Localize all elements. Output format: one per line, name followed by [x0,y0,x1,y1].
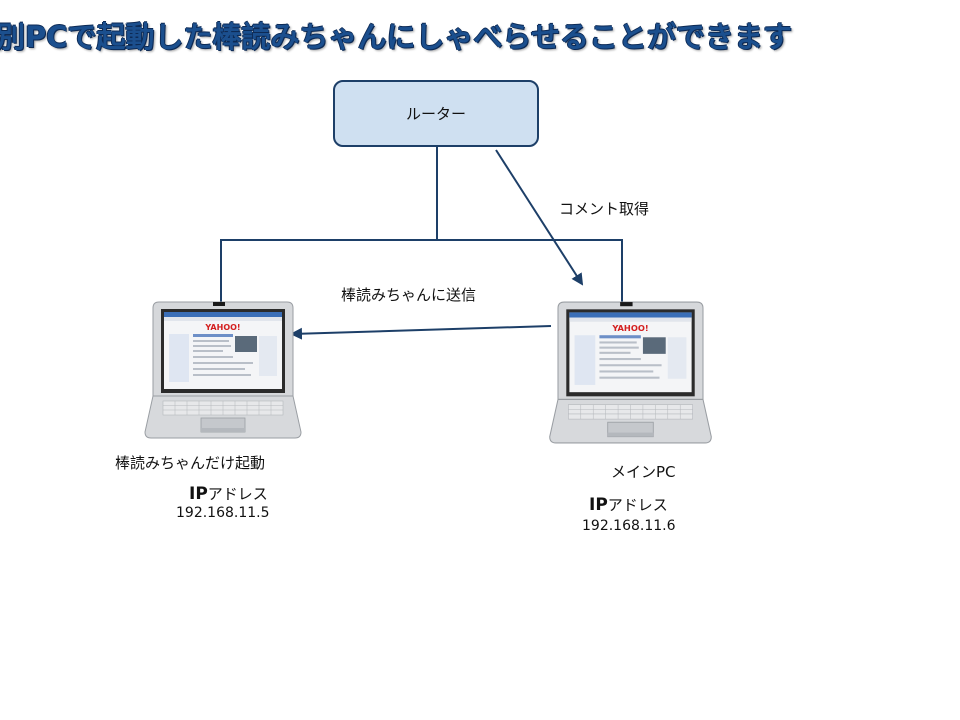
laptop-icon: YAHOO! [549,301,712,444]
send-label: 棒読みちゃんに送信 [341,286,477,304]
page-title: 別PCで起動した棒読みちゃんにしゃべらせることができます [0,20,792,54]
right-ip-address: 192.168.11.6 [582,518,676,534]
lan-bus-line [220,239,623,302]
screen-brand: YAHOO! [611,323,648,333]
left-ip-heading-rest: アドレス [207,485,268,503]
right-ip-heading-rest: アドレス [607,496,668,514]
comment-fetch-label: コメント取得 [559,200,650,218]
right-pc-caption: メインPC [611,463,676,481]
router-label: ルーター [405,105,466,123]
router-box: ルーター [333,80,539,147]
left-ip-address: 192.168.11.5 [176,505,270,521]
laptop-icon: YAHOO! [144,301,302,439]
right-ip-heading: IPアドレス [589,494,668,515]
screen-brand: YAHOO! [204,323,240,332]
left-pc-caption: 棒読みちゃんだけ起動 [115,454,266,472]
right-ip-heading-strong: IP [589,495,608,515]
left-ip-heading-strong: IP [189,484,208,504]
comment-fetch-arrow [495,149,584,286]
send-arrow [290,325,552,340]
left-ip-heading: IPアドレス [189,483,268,504]
